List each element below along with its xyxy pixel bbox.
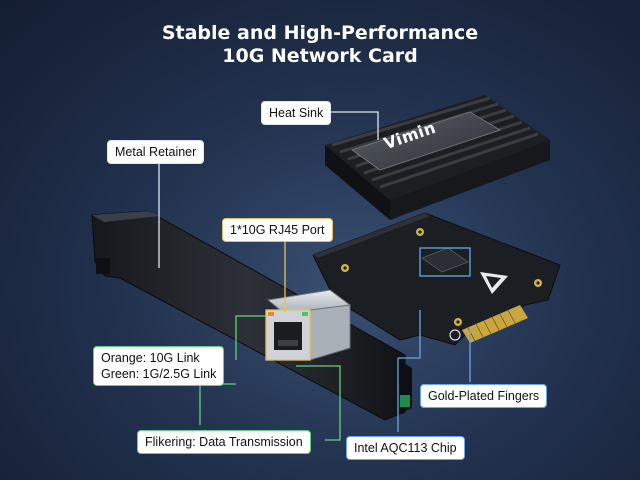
rj45-port xyxy=(265,289,352,361)
heat-sink xyxy=(325,95,550,220)
callout-heat-sink-text: Heat Sink xyxy=(269,106,324,120)
headline-line-1: Stable and High-Performance xyxy=(161,22,479,44)
callout-chip: Intel AQC113 Chip xyxy=(346,436,465,460)
callout-led-green-text: Green: 1G/2.5G Link xyxy=(101,367,217,381)
callout-gold-fingers: Gold-Plated Fingers xyxy=(420,384,548,408)
pcb-board xyxy=(312,212,561,346)
callout-rj45-port: 1*10G RJ45 Port xyxy=(222,218,333,242)
callout-flickering: Flikering: Data Transmission xyxy=(137,430,311,454)
callout-rj45-port-text: 1*10G RJ45 Port xyxy=(230,223,325,237)
callout-metal-retainer: Metal Retainer xyxy=(107,140,205,164)
callout-metal-retainer-text: Metal Retainer xyxy=(115,145,197,159)
callout-flickering-text: Flikering: Data Transmission xyxy=(145,435,303,449)
callout-led-orange-text: Orange: 10G Link xyxy=(101,351,200,365)
callout-gold-fingers-text: Gold-Plated Fingers xyxy=(428,389,540,403)
callout-chip-text: Intel AQC113 Chip xyxy=(354,441,457,455)
headline-line-2: 10G Network Card xyxy=(222,45,418,67)
callout-led-status: Orange: 10G Link Green: 1G/2.5G Link xyxy=(93,346,225,386)
callout-heat-sink: Heat Sink xyxy=(261,101,332,125)
